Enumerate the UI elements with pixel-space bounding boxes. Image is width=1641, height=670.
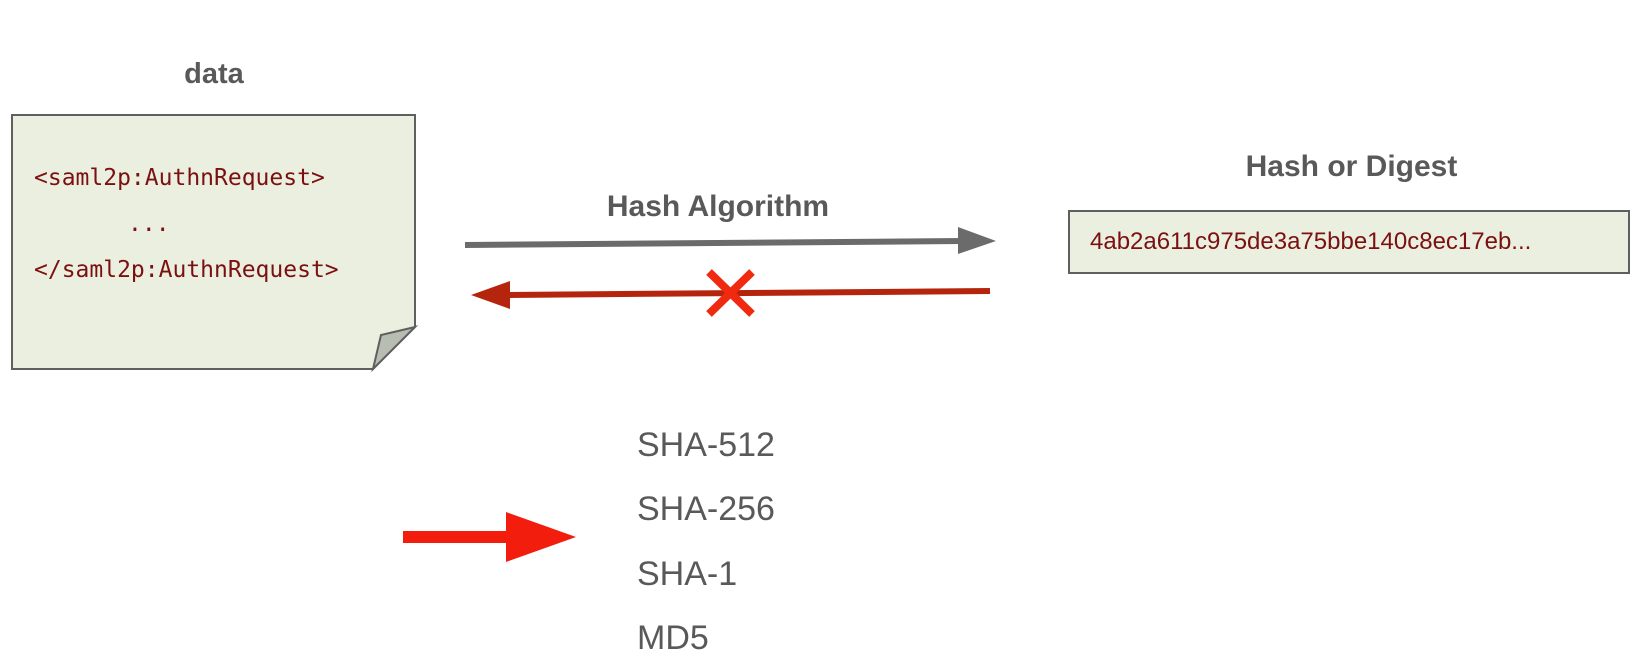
hash-algorithm-label: Hash Algorithm bbox=[606, 190, 830, 223]
code-line-close-tag: </saml2p:AuthnRequest> bbox=[34, 257, 339, 283]
hash-digest-label: Hash or Digest bbox=[1245, 150, 1458, 183]
code-line-ellipsis: ... bbox=[128, 211, 170, 237]
algorithm-item: SHA-256 bbox=[637, 490, 775, 528]
hash-forward-arrow bbox=[464, 238, 963, 248]
not-reversible-cross-icon bbox=[706, 269, 755, 317]
code-line-open-tag: <saml2p:AuthnRequest> bbox=[34, 165, 325, 191]
hash-forward-arrowhead bbox=[958, 227, 996, 254]
algorithm-item: SHA-512 bbox=[637, 426, 775, 464]
pointer-arrowhead bbox=[506, 512, 576, 562]
hash-value: 4ab2a611c975de3a75bbe140c8ec17eb... bbox=[1090, 228, 1532, 255]
reverse-arrowhead bbox=[471, 281, 510, 309]
hash-digest-box: 4ab2a611c975de3a75bbe140c8ec17eb... bbox=[1068, 210, 1630, 274]
document-fold-corner bbox=[371, 325, 419, 373]
reverse-arrow bbox=[501, 288, 991, 298]
data-document bbox=[11, 114, 416, 370]
algorithm-item: SHA-1 bbox=[637, 555, 738, 593]
data-label: data bbox=[184, 58, 244, 90]
algorithm-item: MD5 bbox=[637, 619, 709, 657]
